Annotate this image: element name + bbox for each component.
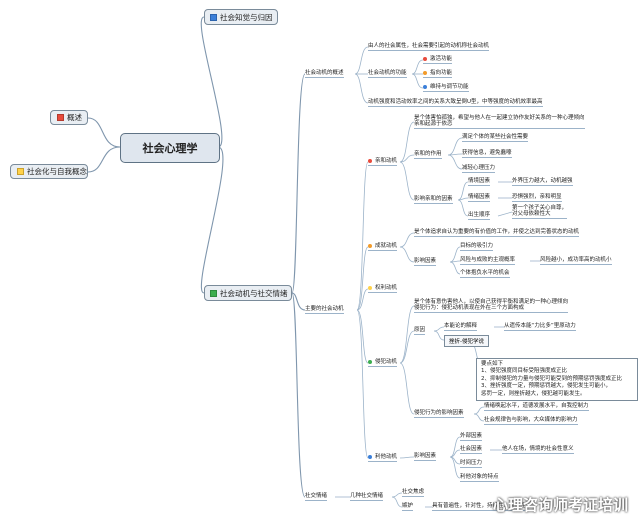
emotion-jealousy-detail[interactable]: 具有普遍性，针对性，持续性，对抗性 (432, 503, 526, 512)
function-maintain[interactable]: 维持与调节功能 (423, 84, 469, 93)
factor-emotion-detail[interactable]: 恐惧强烈，亲和明显 (512, 194, 562, 203)
prosocial-item-1[interactable]: 外部因素 (460, 433, 483, 442)
emotion-anxiety[interactable]: 社交焦虑 (402, 489, 425, 498)
blue-dot-icon (368, 454, 372, 459)
factor-birth-order-detail[interactable]: 第一个孩子关心自尊， 对父母依赖性大 (512, 205, 568, 220)
aggression-influence-2[interactable]: 社会规律告与影响，大众媒体的影响力 (484, 417, 578, 426)
connector-central-overview (87, 117, 121, 148)
topic-overview-label: 概述 (67, 113, 82, 122)
overview-title[interactable]: 社会动机的概述 (305, 70, 344, 79)
prosocial-item-2[interactable]: 社会因素 (460, 446, 483, 455)
green-dot-icon (368, 359, 372, 364)
connector-central-socialization (87, 146, 121, 173)
factor-birth-order[interactable]: 出生顺序 (468, 212, 491, 221)
priority-green-icon (210, 289, 217, 297)
topic-perception[interactable]: 社会知觉与归因 (204, 9, 278, 25)
topic-motivation[interactable]: 社会动机与社交情绪 (204, 285, 292, 301)
aggression-influence-1[interactable]: 情绪唤起水平，道德发展水平，自我控制力 (484, 403, 589, 412)
central-topic[interactable]: 社会心理学 (120, 133, 220, 163)
blue-dot-icon (423, 84, 427, 89)
power-title[interactable]: 权利动机 (368, 285, 398, 294)
connector-central-perception (200, 16, 223, 148)
aggression-cause-title[interactable]: 原因 (414, 327, 426, 336)
achievement-item-2[interactable]: 风险与成败的主观概率 (460, 257, 516, 266)
overview-function-title[interactable]: 社会动机的功能 (368, 70, 407, 79)
topic-motivation-label: 社会动机与社交情绪 (220, 288, 288, 298)
factor-situation-detail[interactable]: 外界压力越大，动机越强 (512, 178, 573, 187)
red-dot-icon (368, 158, 372, 163)
achievement-definition[interactable]: 是个体追求自认为重要的有价值的工作，并使之达到完善状态的动机 (414, 229, 580, 238)
affiliation-factors-title[interactable]: 影响亲和的因素 (414, 196, 453, 205)
priority-yellow-icon (17, 168, 24, 175)
affiliation-role-title[interactable]: 亲和的作用 (414, 151, 442, 160)
priority-blue-icon (210, 13, 217, 21)
topic-socialization[interactable]: 社会化与自我概念 (10, 164, 88, 179)
connector-central-motivation (200, 146, 224, 294)
orange-dot-icon (368, 243, 372, 248)
affiliation-title[interactable]: 亲和动机 (368, 158, 398, 167)
prosocial-item-4[interactable]: 利他对象的特点 (460, 474, 499, 483)
yellow-dot-icon (368, 285, 372, 290)
aggression-frustration-box[interactable]: 挫折-侵犯学说 (444, 335, 489, 347)
priority-red-icon (57, 114, 64, 121)
function-activation[interactable]: 激活功能 (423, 56, 453, 65)
emotion-jealousy[interactable]: 嫉妒 (402, 503, 414, 512)
topic-overview[interactable]: 概述 (50, 110, 88, 125)
topic-socialization-label: 社会化与自我概念 (27, 167, 87, 176)
factor-situation[interactable]: 情境因素 (468, 178, 491, 187)
emotion-title[interactable]: 社交情绪 (305, 493, 328, 502)
aggression-notes-box: 要点如下 1、侵犯强度同目标受阻强度成正比 2、抑制侵犯的力量与侵犯可能受到的预… (476, 358, 638, 402)
main-motives-title[interactable]: 主要的社会动机 (305, 306, 344, 315)
emotion-sub[interactable]: 几种社交情绪 (350, 493, 384, 502)
aggression-instinct[interactable]: 本能论的解释 (444, 323, 478, 332)
watermark-text: 心理咨询师考证培训 (492, 496, 628, 514)
factor-emotion[interactable]: 情绪因素 (468, 194, 491, 203)
connector-overview-branch (291, 73, 306, 294)
overview-definition[interactable]: 由人的社会属性，社会需要引起的动机称社会动机 (368, 43, 490, 52)
prosocial-item-3[interactable]: 时间压力 (460, 460, 483, 469)
affiliation-role-1[interactable]: 满足个体的某些社会性需要 (462, 134, 529, 143)
achievement-item-3[interactable]: 个体抱负水平的机会 (460, 270, 510, 279)
aggression-title[interactable]: 侵犯动机 (368, 359, 398, 368)
achievement-risk-note[interactable]: 风险越小，成功率高的动机小 (540, 257, 612, 266)
affiliation-role-2[interactable]: 获得信息，避免蠢嚎 (462, 150, 512, 159)
affiliation-role-3[interactable]: 减轻心理压力 (462, 165, 496, 174)
overview-intensity[interactable]: 动机强度和活动效率之间的关系大致呈倒U型，中等强度的动机效率最高 (368, 99, 543, 108)
achievement-factors-title[interactable]: 影响因素 (414, 258, 437, 267)
connector-social-emotion (291, 292, 306, 498)
achievement-item-1[interactable]: 目标的吸引力 (460, 243, 494, 252)
connector-main-motives (291, 292, 306, 311)
aggression-influence-title[interactable]: 侵犯行为的影响因素 (414, 410, 464, 419)
prosocial-title[interactable]: 利他动机 (368, 454, 398, 463)
prosocial-social-detail[interactable]: 他人在场，情境的社会性意义 (502, 446, 574, 455)
function-direction[interactable]: 指向功能 (423, 70, 453, 79)
topic-perception-label: 社会知觉与归因 (220, 12, 273, 22)
red-dot-icon (423, 56, 427, 61)
prosocial-factors-title[interactable]: 影响因素 (414, 453, 437, 462)
affiliation-definition[interactable]: 是个体害怕孤独，希望与他人在一起建立协作友好关系的一种心理倾向 亲和起源于依恋 (414, 115, 585, 130)
orange-dot-icon (423, 70, 427, 75)
achievement-title[interactable]: 成就动机 (368, 243, 398, 252)
aggression-instinct-detail[interactable]: 从遗传本能“力比多”里原动力 (504, 323, 576, 332)
aggression-definition[interactable]: 是个体有意伤害他人，以使自己获得平衡和满足的一种心理倾向 侵犯行为：侵犯动机表现… (414, 299, 569, 314)
